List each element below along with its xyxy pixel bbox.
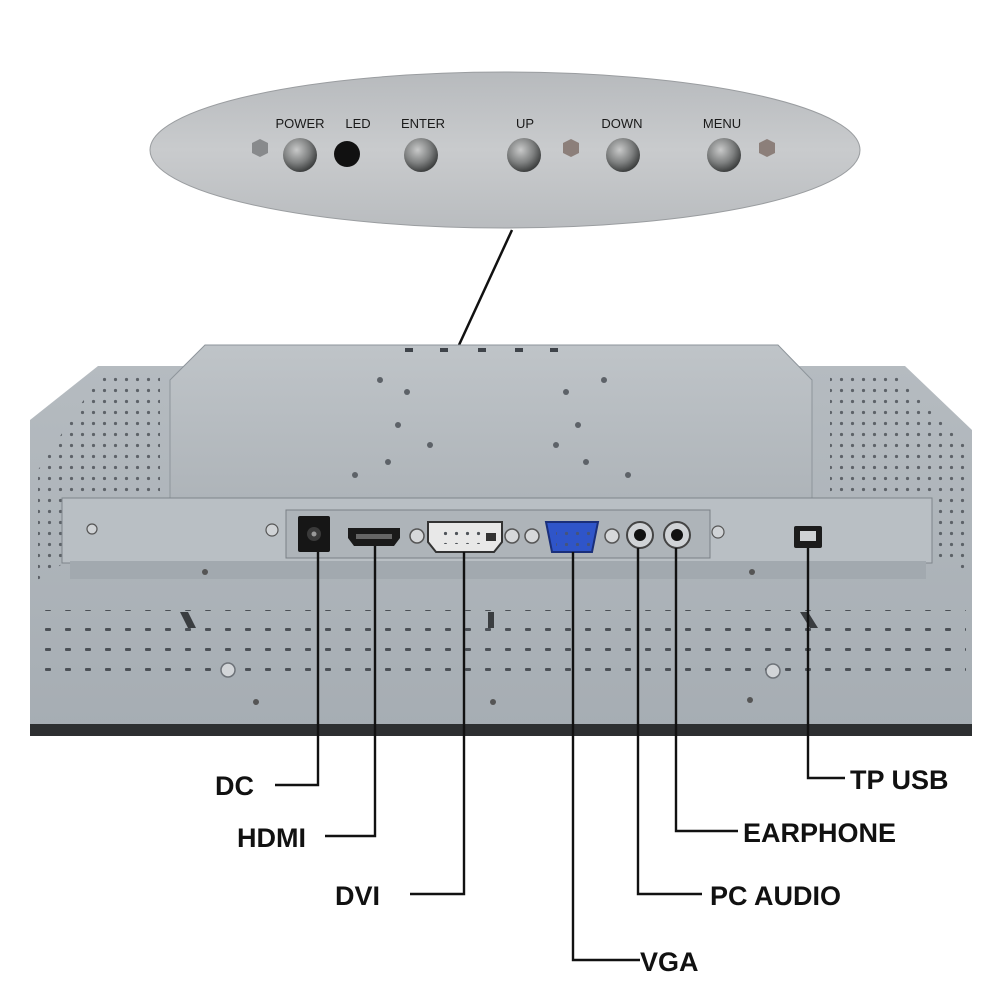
screw-icon (765, 663, 781, 679)
earphone-port[interactable] (663, 521, 691, 549)
screw-hole-icon (252, 139, 268, 157)
back-plate (169, 344, 813, 501)
vga-port[interactable] (524, 521, 620, 553)
dvi-port[interactable] (409, 521, 520, 553)
panel-connector-line (457, 229, 514, 346)
screw-icon (86, 523, 98, 535)
pc-audio-port[interactable] (626, 521, 654, 549)
button-label-power: POWER (275, 116, 324, 131)
screw-icon (711, 525, 725, 539)
label-dvi: DVI (335, 881, 380, 911)
button-label-led: LED (345, 116, 370, 131)
label-pc-audio: PC AUDIO (710, 881, 841, 911)
label-vga: VGA (640, 947, 699, 977)
down-button[interactable] (606, 138, 640, 172)
up-button[interactable] (507, 138, 541, 172)
button-label-up: UP (516, 116, 534, 131)
led-indicator (334, 141, 360, 167)
callout-line-earphone (674, 548, 738, 833)
dc-port[interactable] (298, 516, 330, 552)
callout-line-vga (571, 552, 640, 962)
enter-button[interactable] (404, 138, 438, 172)
callout-line-hdmi (325, 546, 377, 838)
screw-hole-icon (759, 139, 775, 157)
screw-icon (220, 662, 236, 678)
label-hdmi: HDMI (237, 823, 306, 853)
control-panel: POWER LED ENTER UP DOWN MENU (149, 71, 861, 229)
menu-button[interactable] (707, 138, 741, 172)
label-tp-usb: TP USB (850, 765, 949, 795)
screw-icon (265, 523, 279, 537)
tp-usb-port[interactable] (794, 526, 822, 548)
button-label-menu: MENU (703, 116, 741, 131)
button-label-enter: ENTER (401, 116, 445, 131)
chassis-bottom-edge (30, 724, 972, 736)
callout-line-dc (275, 552, 320, 787)
callout-line-tp-usb (806, 548, 845, 780)
screw-hole-icon (563, 139, 579, 157)
callout-line-pc-audio (636, 548, 702, 896)
hdmi-port[interactable] (348, 528, 400, 546)
callout-line-dvi (410, 552, 466, 896)
power-button[interactable] (283, 138, 317, 172)
label-dc: DC (215, 771, 254, 801)
label-earphone: EARPHONE (743, 818, 896, 848)
button-label-down: DOWN (601, 116, 642, 131)
